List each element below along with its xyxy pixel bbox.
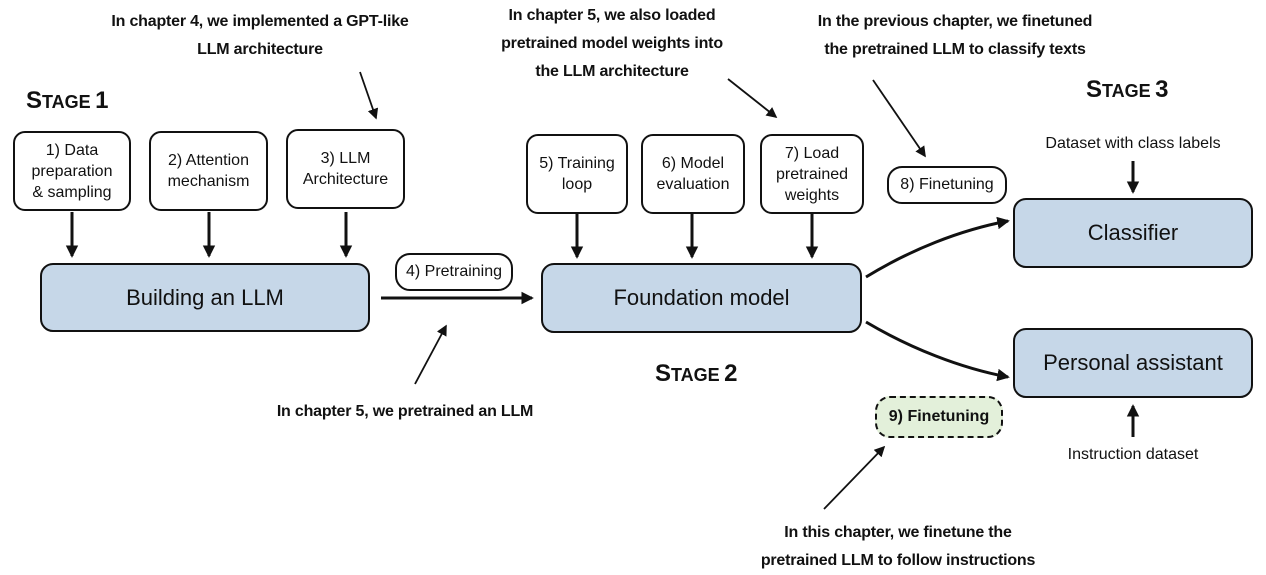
- annotation-chapter-5-pretrain: In chapter 5, we pretrained an LLM: [276, 403, 534, 420]
- stage-2-heading: STAGE 2: [655, 360, 738, 388]
- stage-2-rest: TAGE: [671, 365, 720, 385]
- stage-1-initial: S: [26, 87, 43, 114]
- stage-3-number: 3: [1155, 76, 1169, 103]
- arrow-foundation-to-assistant: [865, 320, 1010, 382]
- pointer-ch5-pretrain: [414, 324, 447, 385]
- pointer-ch5-weights: [727, 78, 778, 119]
- step-data-preparation: 1) Data preparation & sampling: [13, 131, 131, 211]
- label-finetuning-9: 9) Finetuning: [875, 396, 1003, 438]
- step-load-weights: 7) Load pretrained weights: [760, 134, 864, 214]
- stage-1-rest: TAGE: [42, 92, 91, 112]
- block-building-an-llm: Building an LLM: [40, 263, 370, 332]
- label-dataset-class-labels: Dataset with class labels: [1045, 135, 1221, 152]
- annotation-this-chapter: In this chapter, we finetune the pretrai…: [760, 524, 1036, 569]
- block-foundation-model: Foundation model: [541, 263, 862, 333]
- step-model-evaluation: 6) Model evaluation: [641, 134, 745, 214]
- block-classifier: Classifier: [1013, 198, 1253, 268]
- pointer-prev-chapter: [872, 79, 926, 158]
- pointer-this-chapter: [823, 445, 886, 510]
- annotation-chapter-5-weights: In chapter 5, we also loaded pretrained …: [501, 7, 723, 80]
- stage-1-heading: STAGE 1: [26, 87, 109, 115]
- pointer-ch4: [359, 71, 379, 120]
- stage-3-rest: TAGE: [1102, 81, 1151, 101]
- arrow-foundation-to-classifier: [865, 216, 1010, 279]
- stage-3-heading: STAGE 3: [1086, 76, 1169, 104]
- block-personal-assistant: Personal assistant: [1013, 328, 1253, 398]
- step-training-loop: 5) Training loop: [526, 134, 628, 214]
- label-instruction-dataset: Instruction dataset: [1067, 446, 1199, 463]
- stage-1-number: 1: [95, 87, 109, 114]
- label-pretraining: 4) Pretraining: [395, 253, 513, 291]
- label-finetuning-8: 8) Finetuning: [887, 166, 1007, 204]
- annotation-previous-chapter: In the previous chapter, we finetuned th…: [817, 13, 1093, 58]
- stage-3-initial: S: [1086, 76, 1103, 103]
- step-llm-architecture: 3) LLM Architecture: [286, 129, 405, 209]
- stage-2-initial: S: [655, 360, 672, 387]
- annotation-chapter-4: In chapter 4, we implemented a GPT-like …: [111, 13, 409, 58]
- stage-2-number: 2: [724, 360, 738, 387]
- step-attention-mechanism: 2) Attention mechanism: [149, 131, 268, 211]
